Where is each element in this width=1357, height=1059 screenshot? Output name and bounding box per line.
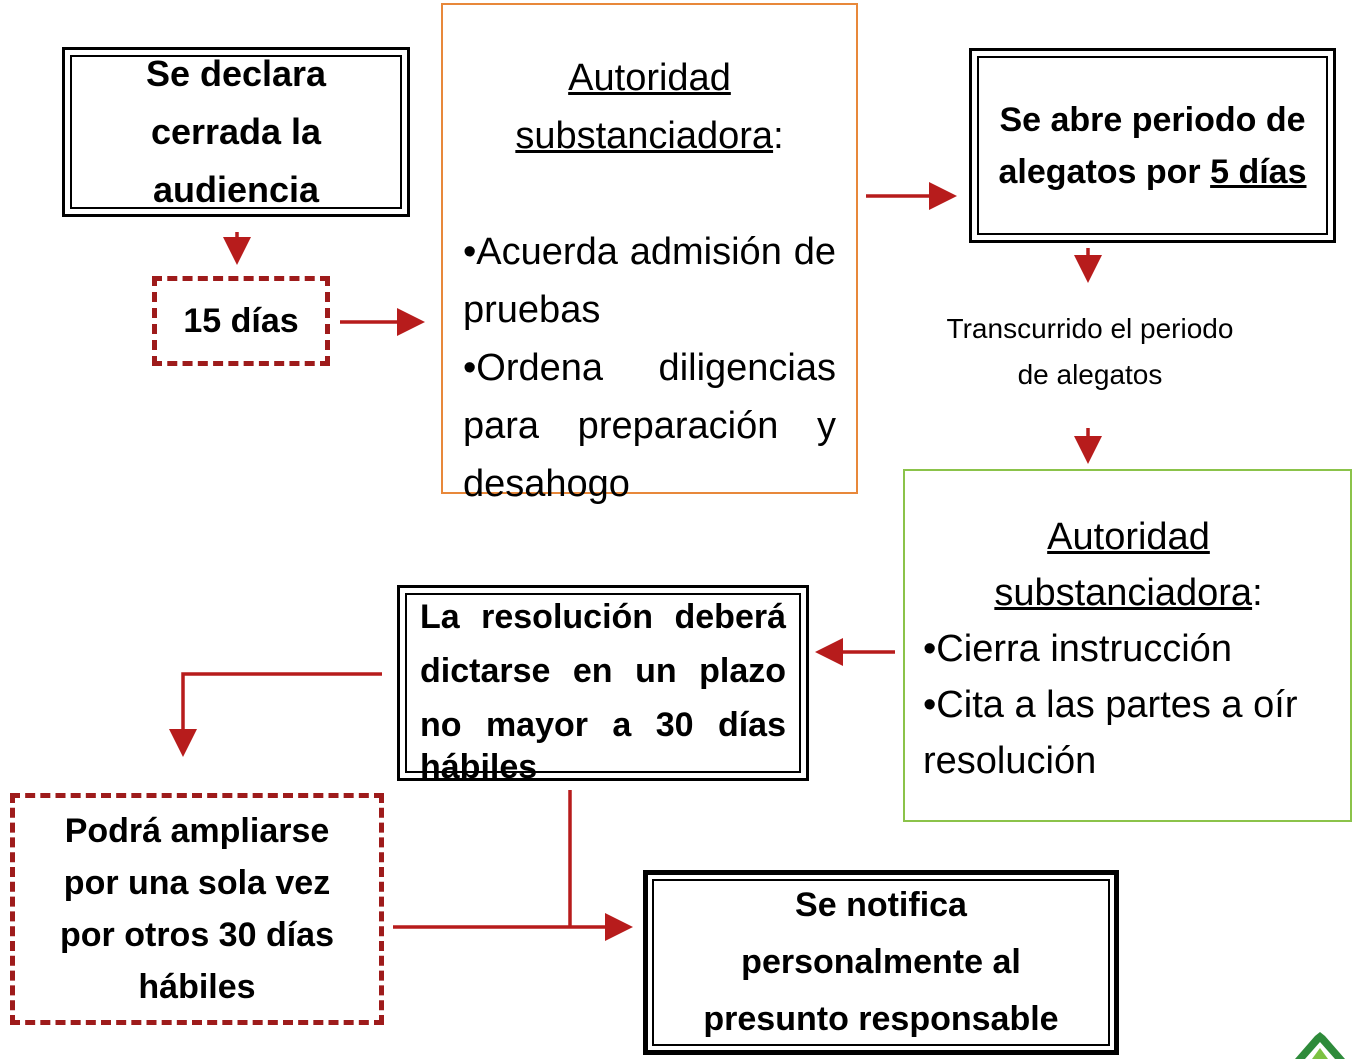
node-closed-hearing-text: Se declara cerrada la audiencia [145, 53, 327, 210]
authority-1-item-1: •Acuerda admisión de pruebas [463, 231, 836, 331]
node-notification: Se notifica personalmente al presunto re… [643, 870, 1119, 1055]
node-alegatos-text: Se abre periodo de alegatos por 5 días [998, 100, 1307, 191]
node-authority-1: Autoridad substanciadora: •Acuerda admis… [441, 3, 858, 505]
node-resolution-deadline: La resolución deberá dictarse en un plaz… [397, 585, 809, 786]
node-15-days-text: 15 días [183, 301, 299, 340]
node-extension: Podrá ampliarse por una sola vez por otr… [10, 793, 384, 1025]
node-closed-hearing: Se declara cerrada la audiencia [62, 47, 410, 217]
resolution-line-2: dictarse en un plazo [420, 652, 786, 690]
resolution-line-1: La resolución deberá [420, 598, 786, 636]
resolution-line-3: no mayor a 30 días [420, 706, 786, 744]
node-alegatos-period: Se abre periodo de alegatos por 5 días [969, 48, 1336, 243]
node-authority-2: Autoridad substanciadora: •Cierra instru… [903, 469, 1352, 822]
label-transcurrido: Transcurrido el periodo de alegatos [946, 313, 1234, 390]
authority-1-heading: Autoridad substanciadora: [515, 57, 784, 157]
resolution-line-4: hábiles [420, 748, 538, 786]
authority-2-item-1: •Cierra instrucción [923, 628, 1232, 670]
authority-1-item-2: •Ordena diligencias para preparación y d… [463, 347, 836, 505]
node-notification-text: Se notifica personalmente al presunto re… [703, 886, 1059, 1038]
node-15-days: 15 días [152, 276, 330, 366]
arrow-resolution-to-extension [169, 672, 382, 757]
green-leaf-logo-icon [1295, 1032, 1345, 1059]
authority-2-item-2: •Cita a las partes a oír resolución [923, 684, 1298, 782]
authority-2-heading: Autoridad substanciadora: [994, 516, 1263, 614]
alegatos-days-highlight: 5 días [1210, 152, 1307, 191]
node-extension-text: Podrá ampliarse por una sola vez por otr… [60, 812, 334, 1006]
